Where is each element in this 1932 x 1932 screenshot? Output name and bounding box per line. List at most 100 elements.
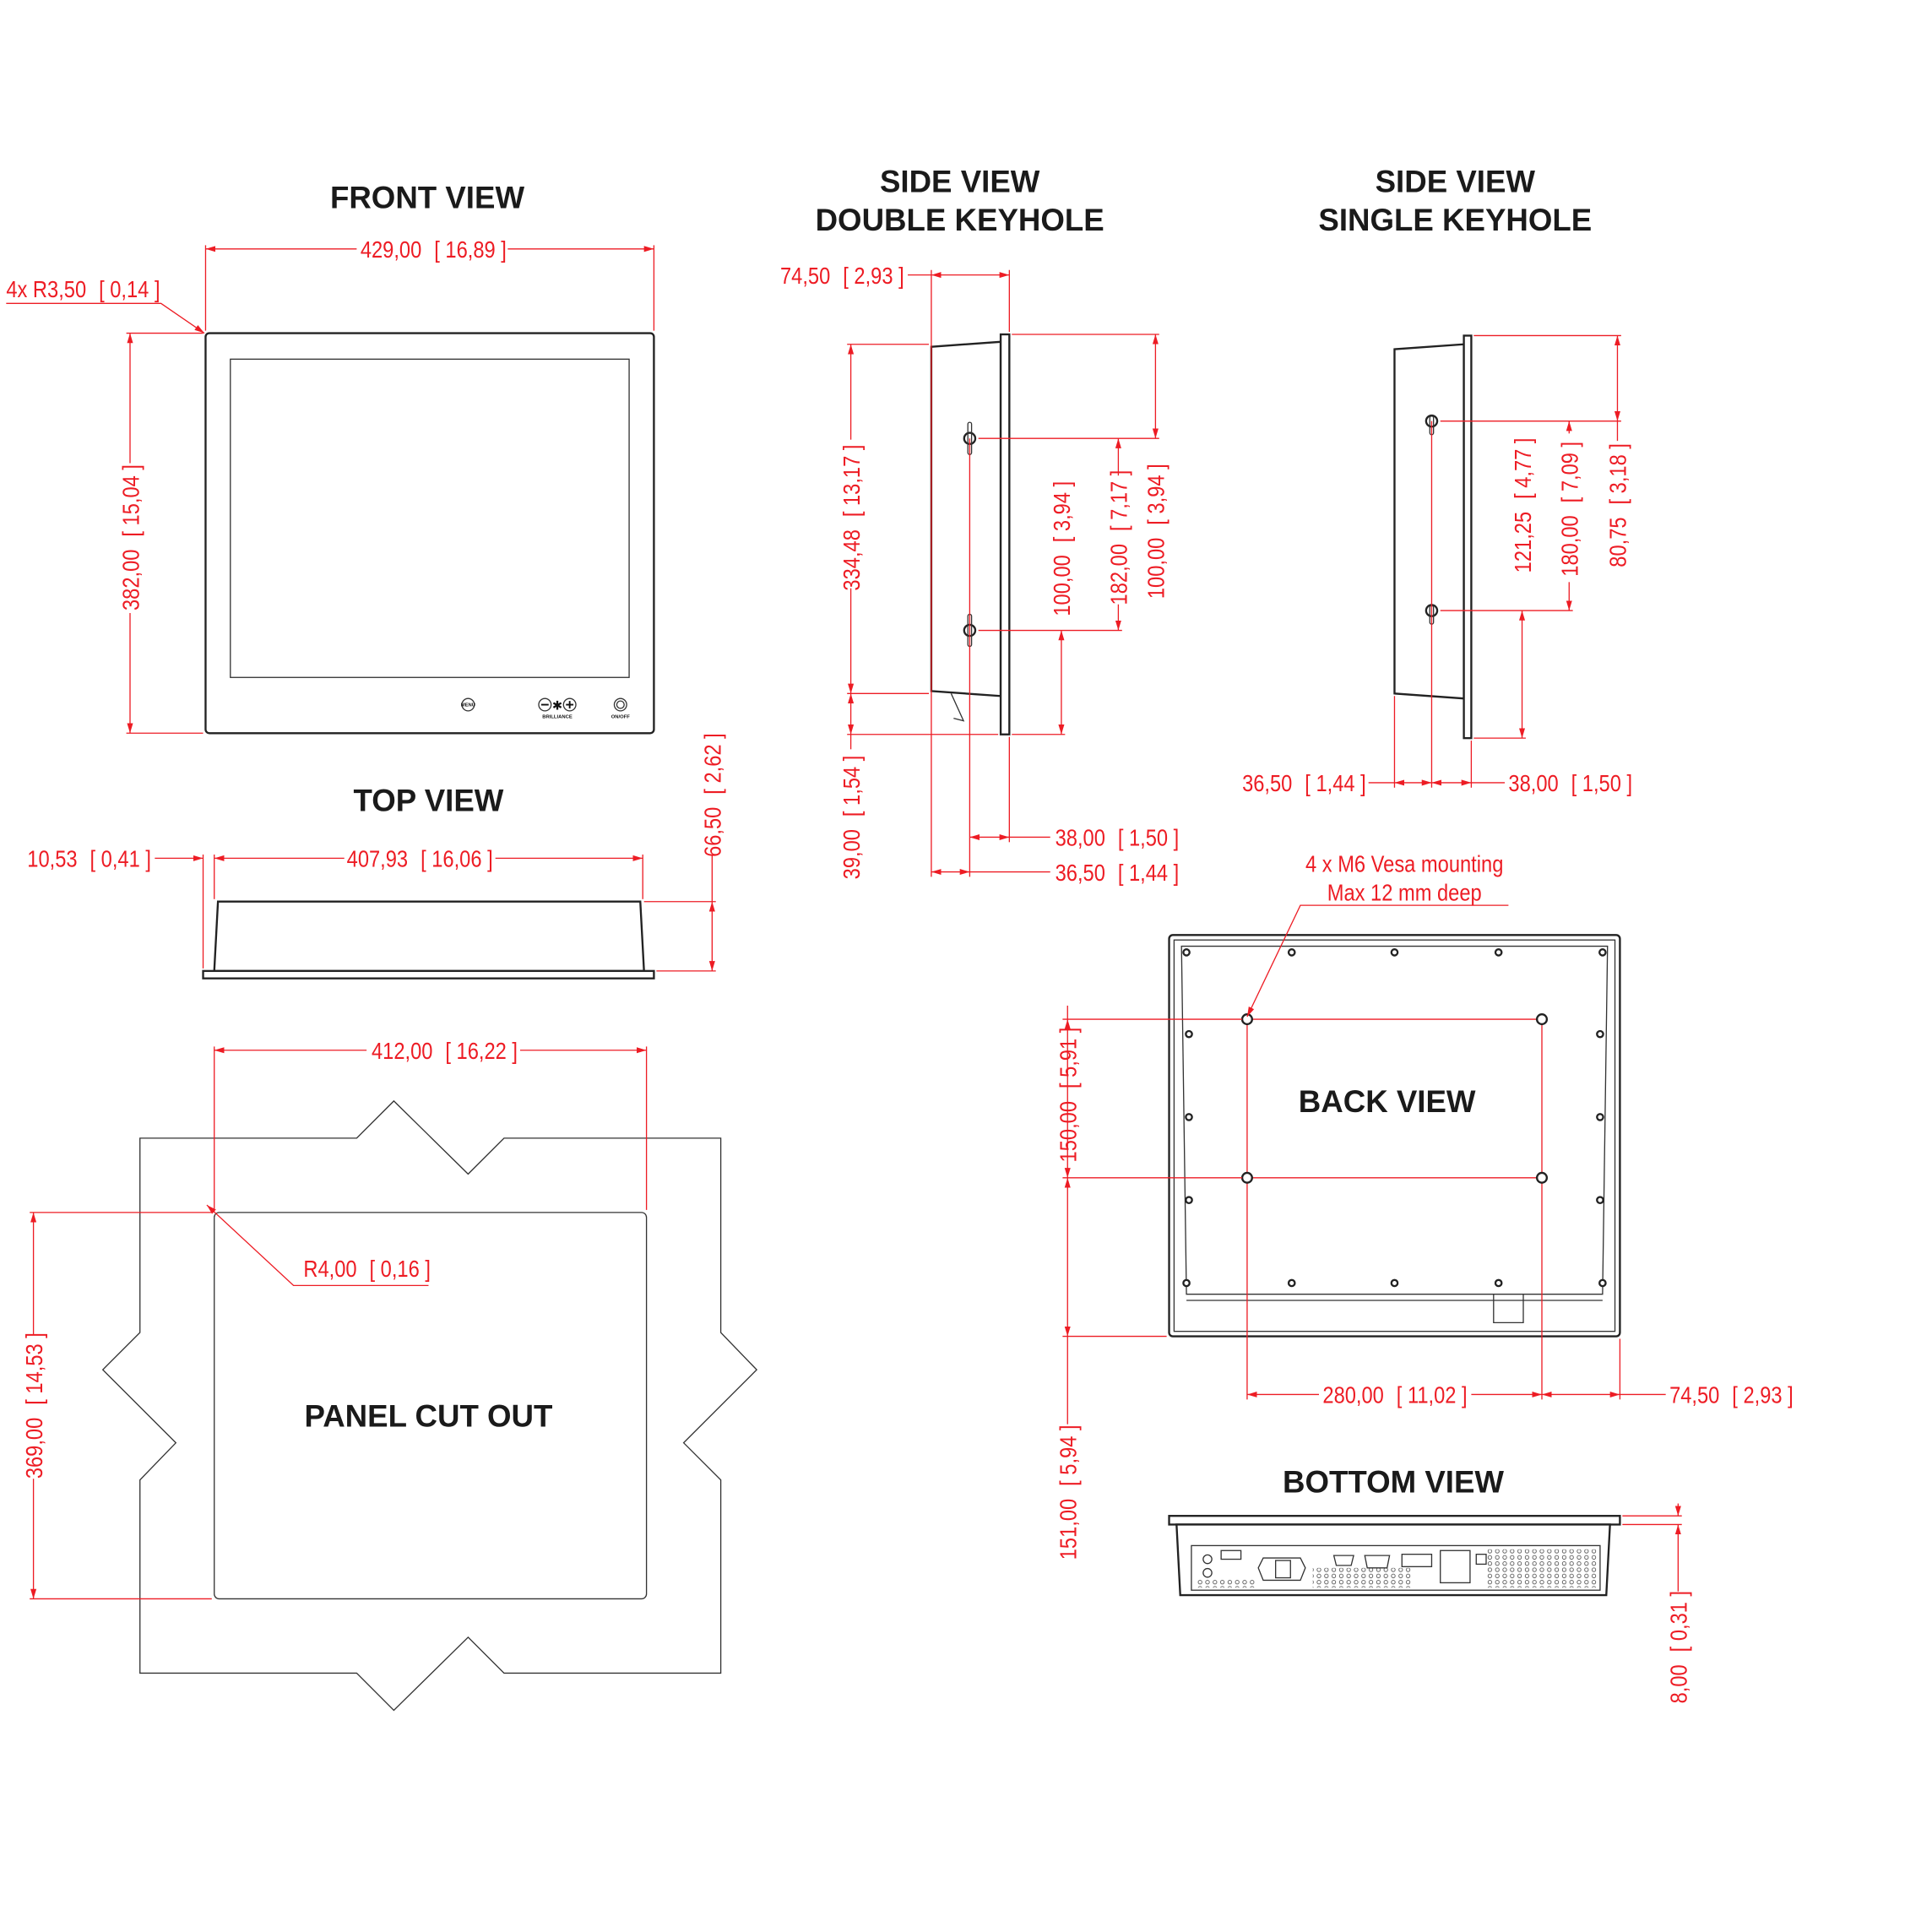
top-body xyxy=(213,900,645,973)
vesa-width-dimension: 280,00 [ 11,02 ] xyxy=(1322,1383,1467,1408)
top-offset-dimension: 10,53[ 0,41 ] xyxy=(27,847,151,872)
dimension-inch: [ 15,04 ] xyxy=(119,464,144,537)
keyhole-front-dimension: 38,00 [ 1,50 ] xyxy=(1508,771,1632,796)
back-offset-dimension: 74,50[ 2,93 ] xyxy=(1669,1383,1794,1408)
dimension-mm: 151,00 xyxy=(1056,1499,1082,1560)
ac-inlet xyxy=(1257,1557,1306,1582)
front-bezel xyxy=(204,332,655,735)
dimension-mm: 100,00 xyxy=(1050,555,1075,616)
dimension-mm: 10,53 xyxy=(27,847,77,872)
dimension-inch: [ 16,89 ] xyxy=(434,237,507,263)
front-width-dimension: 429,00[ 16,89 ] xyxy=(361,237,507,263)
screw-icon xyxy=(1185,1113,1193,1121)
side-height-dimension: 334,48 [ 13,17 ] xyxy=(839,445,865,591)
dimension-mm: 412,00 xyxy=(372,1039,432,1064)
ground-icon xyxy=(1202,1567,1213,1578)
dimension-inch: [ 3,18 ] xyxy=(1606,443,1631,504)
dc-jack-icon xyxy=(1202,1554,1213,1565)
dimension-inch: [ 14,53 ] xyxy=(22,1332,47,1405)
dimension-mm: 334,48 xyxy=(839,529,865,590)
dimension-inch: [ 16,22 ] xyxy=(445,1039,518,1064)
dimension-inch: [ 1,44 ] xyxy=(1305,771,1365,796)
top-view xyxy=(155,854,716,980)
dimension-inch: [ 1,50 ] xyxy=(1571,771,1632,796)
dimension-inch: [ 3,94 ] xyxy=(1050,481,1075,542)
screw-icon xyxy=(1182,1278,1191,1288)
dimension-mm: 121,25 xyxy=(1511,512,1536,573)
cutout-height-dimension: 369,00[ 14,53 ] xyxy=(22,1332,47,1479)
side-view-double-keyhole xyxy=(847,269,1159,877)
vesa-hole xyxy=(1535,1171,1549,1184)
back-frame xyxy=(1168,934,1621,1338)
keyhole-top-dimension: 80,75 [ 3,18 ] xyxy=(1606,443,1631,567)
dimension-inch: [ 5,94 ] xyxy=(1056,1425,1082,1485)
bottom-view xyxy=(1168,1503,1682,1597)
vent-holes xyxy=(1486,1549,1598,1588)
dimension-mm: 180,00 xyxy=(1558,515,1583,576)
top-flange xyxy=(202,969,655,980)
dimension-mm: 4x R3,50 xyxy=(6,277,86,302)
dimension-inch: [ 11,02 ] xyxy=(1397,1383,1468,1408)
dvi-port xyxy=(1401,1554,1433,1567)
side-body xyxy=(1393,343,1465,700)
bottom-view-title: BOTTOM VIEW xyxy=(1283,1464,1504,1499)
screw-icon xyxy=(1390,948,1399,957)
dimension-inch: [ 2,62 ] xyxy=(701,733,726,794)
dimension-inch: [ 16,06 ] xyxy=(421,847,493,872)
dimension-mm: 74,50 xyxy=(780,263,830,289)
panel-cutout-title: PANEL CUT OUT xyxy=(304,1399,552,1434)
keyhole-top-dimension: 100,00[ 3,94 ] xyxy=(1144,464,1170,599)
dimension-mm: 38,00 xyxy=(1056,826,1105,851)
keyhole-spacing-dimension: 182,00[ 7,17 ] xyxy=(1107,470,1132,605)
vesa-note: Max 12 mm deep xyxy=(1327,881,1482,906)
power-terminal xyxy=(1220,1549,1242,1560)
dimension-inch: [ 0,14 ] xyxy=(99,277,160,302)
dimension-mm: 182,00 xyxy=(1107,544,1132,605)
power-button: ON/OFF xyxy=(611,697,630,720)
vga-port xyxy=(1364,1555,1391,1569)
top-depth-dimension: 66,50[ 2,62 ] xyxy=(701,733,726,857)
screw-icon xyxy=(1287,948,1296,957)
dimension-inch: [ 1,44 ] xyxy=(1118,860,1179,886)
front-view-title: FRONT VIEW xyxy=(330,180,525,214)
keyhole-back-dimension: 36,50 [ 1,44 ] xyxy=(1056,860,1180,886)
single-keyhole-title: SINGLE KEYHOLE xyxy=(1318,203,1592,237)
vesa-bottom-dimension: 151,00 [ 5,94 ] xyxy=(1056,1425,1082,1560)
side-view-single-keyhole xyxy=(1368,334,1621,788)
view-titles: FRONT VIEW SIDE VIEW DOUBLE KEYHOLE SIDE… xyxy=(304,164,1592,1499)
com-port xyxy=(1332,1555,1354,1566)
dimension-mm: 36,50 xyxy=(1242,771,1292,796)
bottom-flange xyxy=(1168,1515,1621,1526)
dimension-mm: 382,00 xyxy=(119,550,144,611)
side-view-single-title: SIDE VIEW xyxy=(1376,164,1536,198)
dimension-mm: 407,93 xyxy=(347,847,408,872)
dimension-inch: [ 7,09 ] xyxy=(1558,442,1583,502)
power-icon xyxy=(613,697,627,712)
side-depth-dimension: 74,50[ 2,93 ] xyxy=(780,263,904,289)
screw-icon xyxy=(1596,1196,1604,1205)
dimension-inch: [ 0,16 ] xyxy=(370,1256,431,1282)
screw-icon xyxy=(1185,1029,1193,1039)
front-view: MENU ✱ BRILLIANCE ON/OFF xyxy=(6,245,655,735)
vesa-hole xyxy=(1535,1013,1549,1026)
cutout-width-dimension: 412,00 [ 16,22 ] xyxy=(372,1039,518,1064)
dimension-mm: 36,50 xyxy=(1056,860,1105,886)
plus-icon xyxy=(562,697,577,712)
dimension-mm: 38,00 xyxy=(1508,771,1558,796)
screw-icon xyxy=(1390,1278,1399,1288)
minus-icon xyxy=(538,697,552,712)
dimension-mm: 80,75 xyxy=(1606,517,1631,567)
dimension-mm: 280,00 xyxy=(1322,1383,1383,1408)
screw-icon xyxy=(1185,1196,1193,1205)
keyhole-bottom-dimension: 121,25 [ 4,77 ] xyxy=(1511,437,1536,573)
dimension-inch: [ 1,50 ] xyxy=(1118,826,1179,851)
back-view-title: BACK VIEW xyxy=(1299,1084,1476,1119)
dimension-mm: 100,00 xyxy=(1144,538,1170,599)
screw-icon xyxy=(1596,1029,1604,1039)
screw-icon xyxy=(1494,1278,1503,1288)
dimension-inch: [ 4,77 ] xyxy=(1511,437,1536,498)
front-height-dimension: 382,00 [ 15,04 ] xyxy=(119,464,144,611)
side-body xyxy=(930,340,1002,697)
dimension-inch: [ 13,17 ] xyxy=(839,445,865,518)
